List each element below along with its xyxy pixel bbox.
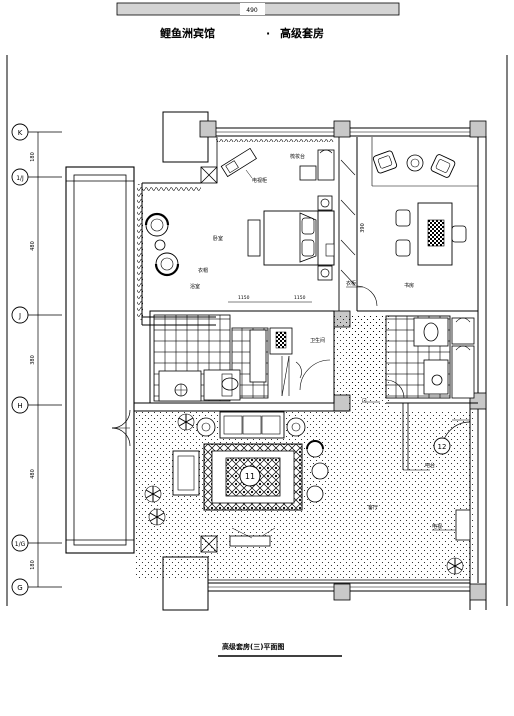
bench	[247, 219, 261, 257]
sink	[431, 374, 443, 386]
chair	[306, 440, 324, 458]
dim-left-2: 480	[30, 241, 36, 251]
grid-axis-G: G	[11, 578, 62, 596]
chair	[395, 209, 411, 227]
bathroom-door-swing	[299, 359, 331, 391]
axis-label-H: H	[17, 402, 22, 410]
tv-cabinet	[220, 147, 257, 178]
label-tv-cabinet: 电视柜	[252, 177, 267, 184]
armchair	[430, 154, 456, 178]
sofa	[219, 411, 285, 439]
marker-11-label: 11	[245, 472, 255, 481]
chair	[311, 462, 329, 480]
dim-left-1: 180	[30, 152, 36, 162]
grid-axis-1J: 1/J	[11, 168, 62, 186]
dim-left-4: 480	[30, 469, 36, 479]
pillow	[301, 217, 315, 235]
grid-axis-H: H	[11, 396, 62, 414]
tv-console	[229, 535, 271, 547]
armchair	[172, 450, 200, 496]
label-dresser: 梳妆台	[290, 153, 305, 160]
side-table	[286, 417, 306, 437]
toilet	[221, 377, 239, 391]
label-cloakroom: 衣帽	[198, 267, 208, 274]
desk-pad	[427, 219, 445, 247]
grid-axis-K: K	[11, 123, 62, 141]
label-study: 书房	[404, 282, 414, 289]
label-bar: 吧台	[425, 462, 435, 469]
marker-12-label: 12	[438, 443, 447, 451]
hotel-name: 鲤鱼洲宾馆	[159, 26, 215, 40]
marker-12	[433, 437, 451, 455]
washroom-door-swing	[385, 379, 405, 399]
chair	[306, 485, 324, 503]
lamp-icon	[320, 198, 330, 208]
potted-plant-icon	[144, 485, 162, 503]
label-washroom: 卫生间	[310, 337, 325, 344]
label-wardrobe: 衣柜	[346, 280, 356, 287]
bedroom: 梳妆台 电视柜 卧室 衣帽	[133, 137, 335, 326]
header-dimension-bar: 490	[116, 2, 400, 16]
drawing-title: 高级套房(三)平面图	[222, 642, 284, 651]
side-table	[196, 417, 216, 437]
toilet	[423, 322, 439, 342]
marker-11	[239, 465, 261, 487]
axis-label-1G: 1/G	[15, 541, 26, 548]
axis-label-J: J	[18, 312, 21, 320]
bathroom: 浴室 卫生间 1150 1150	[149, 283, 335, 404]
round-side-table	[406, 154, 424, 172]
lamp-icon	[320, 268, 330, 278]
corridor-floor-2	[349, 315, 389, 411]
armchair	[372, 150, 398, 174]
coffee-table	[225, 457, 281, 497]
grid-axis-1G: 1/G	[11, 534, 62, 552]
dim-left-3: 380	[30, 355, 36, 365]
nightstand	[317, 265, 333, 281]
left-balcony	[65, 166, 135, 554]
axis-label-G: G	[17, 584, 22, 592]
potted-plant-icon	[177, 413, 195, 431]
suite-type: 高级套房	[280, 26, 324, 40]
left-dimension-chain: 180 480 380 480 180	[30, 132, 39, 587]
dim-vertical-390: 390	[360, 223, 366, 233]
living-room: 11 客厅 吧台 12 电视	[111, 402, 474, 581]
dresser-stool	[299, 165, 317, 181]
label-bathroom: 浴室	[190, 283, 200, 290]
nightstand	[317, 195, 333, 211]
label-tv: 电视	[432, 523, 442, 530]
side-table	[154, 239, 166, 251]
armchair	[154, 252, 180, 277]
header-dimension-label: 490	[246, 7, 258, 14]
dim-left-5: 180	[30, 560, 36, 570]
tv-unit	[455, 509, 471, 541]
armchair	[144, 212, 170, 237]
label-door-mark: 门	[362, 397, 367, 404]
living-room-floor	[134, 411, 474, 580]
potted-plant-icon	[148, 508, 166, 526]
balcony-door[interactable]	[111, 409, 131, 447]
chair	[451, 225, 467, 243]
study-door-swing	[356, 285, 378, 307]
washroom: 门	[362, 315, 478, 404]
pillow	[301, 239, 315, 257]
study: 书房	[356, 137, 478, 312]
axis-label-1J: 1/J	[16, 175, 24, 182]
header-separator: ·	[266, 27, 270, 40]
dim-top-bath-2: 1150	[294, 295, 306, 301]
potted-plant-icon	[446, 557, 464, 575]
bed-headboard	[317, 210, 335, 266]
wardrobe	[317, 149, 335, 181]
label-living-room: 客厅	[368, 504, 378, 511]
dim-top-bath-1: 1150	[238, 295, 250, 301]
axis-label-K: K	[18, 129, 23, 137]
label-bedroom: 卧室	[213, 235, 223, 242]
grid-axis-J: J	[11, 306, 62, 324]
chair	[395, 239, 411, 257]
